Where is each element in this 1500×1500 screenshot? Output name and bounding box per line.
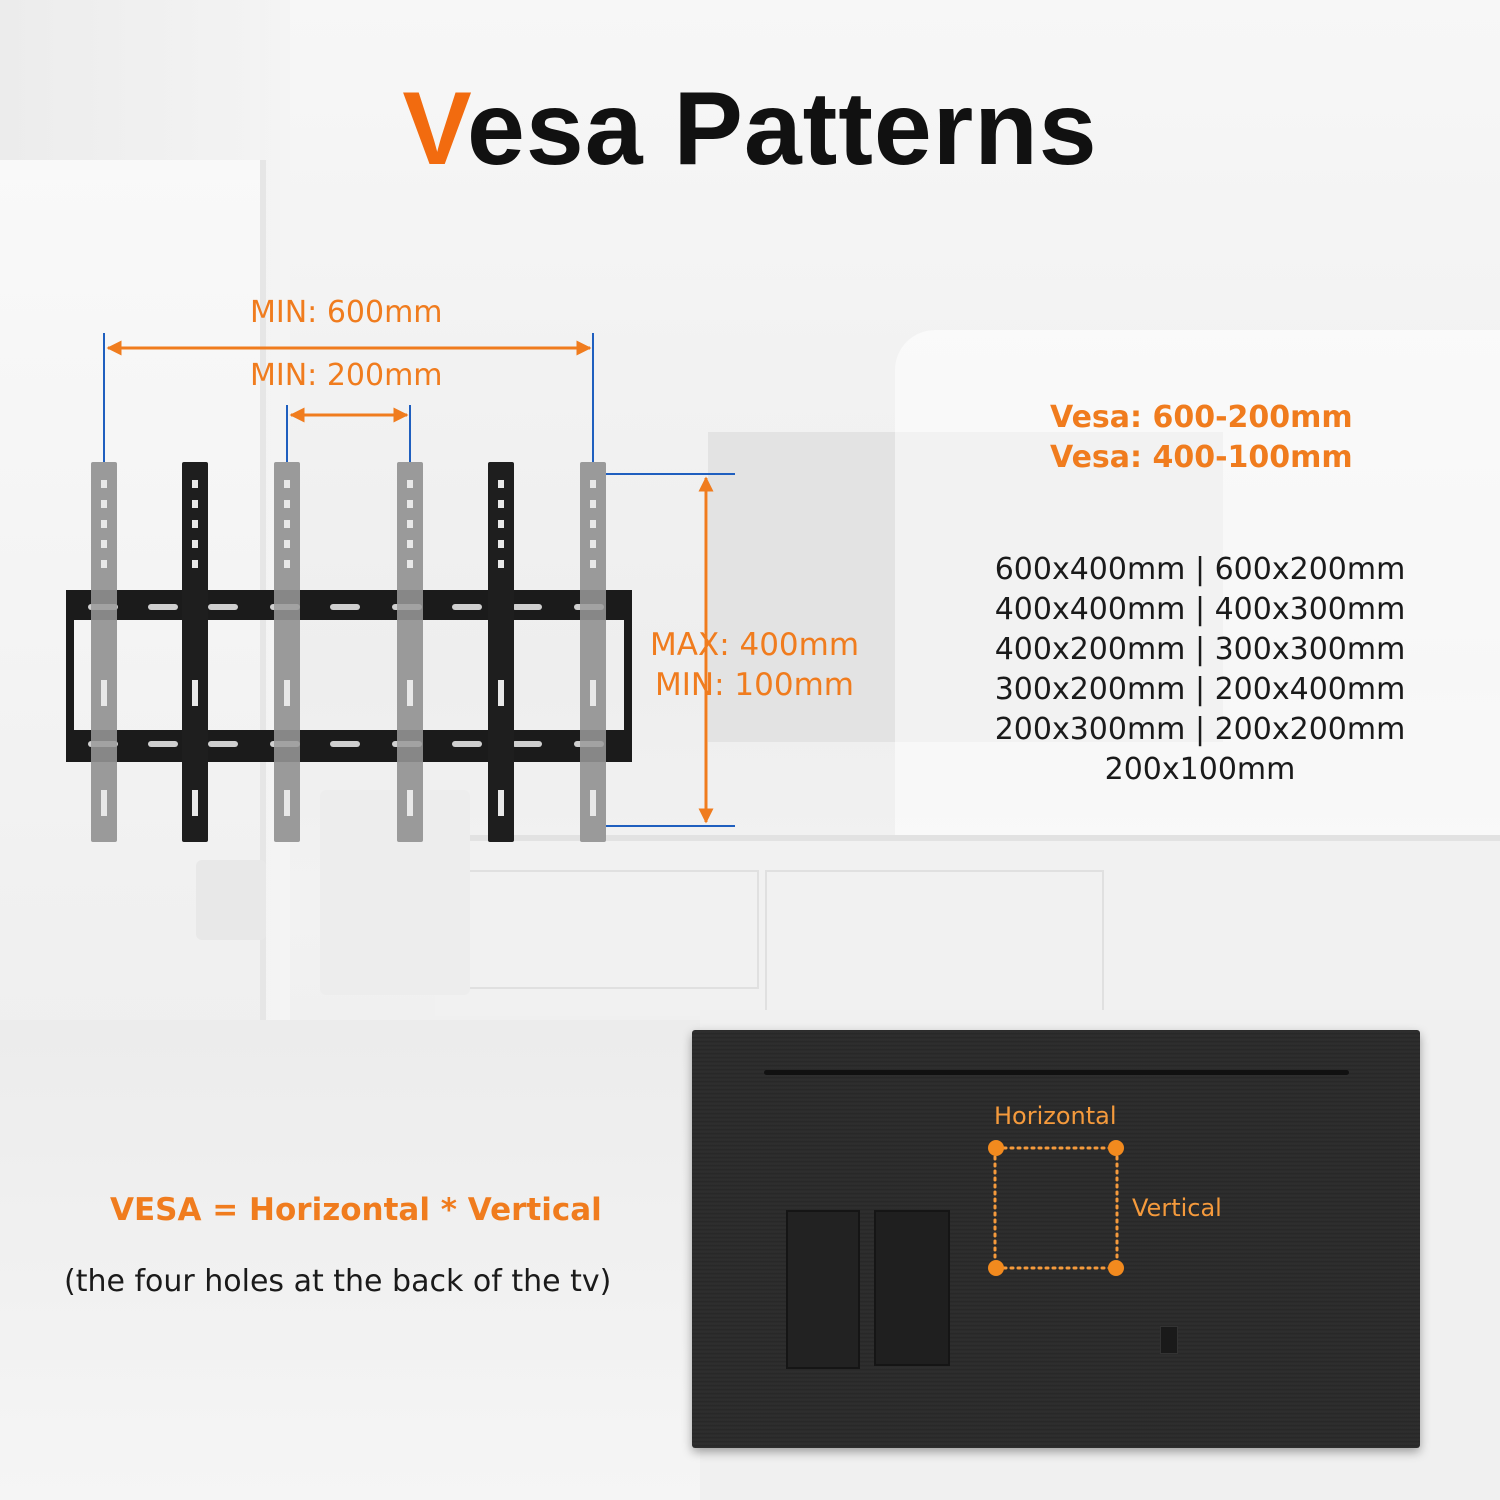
vesa-hole [1108, 1260, 1124, 1276]
horizontal-min-spacing-label: MIN: 200mm [250, 358, 443, 393]
vesa-range-horizontal: Vesa: 600-200mm [1050, 400, 1353, 435]
title-accent-letter: V [402, 71, 468, 187]
tv-connector [1160, 1326, 1178, 1354]
vesa-hole [988, 1260, 1004, 1276]
tv-vertical-label: Vertical [1132, 1194, 1222, 1222]
pattern-row: 200x100mm [1104, 752, 1296, 787]
arm-holes [101, 480, 596, 816]
vesa-note: (the four holes at the back of the tv) [64, 1264, 612, 1299]
vertical-min-label: MIN: 100mm [655, 667, 854, 703]
vertical-max-label: MAX: 400mm [650, 627, 860, 663]
tv-port-panel [874, 1210, 950, 1366]
vesa-range-vertical: Vesa: 400-100mm [1050, 440, 1353, 475]
horizontal-max-spacing-label: MIN: 600mm [250, 295, 443, 330]
vesa-hole [1108, 1140, 1124, 1156]
wall-plate-frame [66, 590, 632, 762]
vesa-pattern-list: 600x400mm | 600x200mm 400x400mm | 400x30… [990, 550, 1410, 790]
dimension-arrows [106, 340, 714, 824]
tv-power-module [786, 1210, 860, 1369]
pattern-row: 200x300mm | 200x200mm [994, 712, 1406, 747]
bracket-arms-gray-front [91, 590, 606, 762]
vertical-spacing-labels: MAX: 400mm MIN: 100mm [650, 625, 859, 705]
dimension-guide-lines [103, 333, 735, 827]
mount-bracket-diagram [66, 333, 735, 842]
bracket-arms-black [182, 462, 514, 842]
pattern-row: 300x200mm | 200x400mm [994, 672, 1406, 707]
vesa-formula: VESA = Horizontal * Vertical [110, 1192, 602, 1228]
title-text: esa Patterns [467, 71, 1098, 187]
pattern-row: 400x400mm | 400x300mm [994, 592, 1406, 627]
tv-back-panel: Horizontal Vertical [692, 1030, 1420, 1448]
vesa-hole [988, 1140, 1004, 1156]
page-title: Vesa Patterns [0, 70, 1500, 189]
tv-top-slot [764, 1070, 1349, 1075]
pattern-row: 400x200mm | 300x300mm [994, 632, 1406, 667]
background-sofa [0, 1020, 700, 1500]
pattern-row: 600x400mm | 600x200mm [994, 552, 1406, 587]
vesa-ranges: Vesa: 600-200mm Vesa: 400-100mm [1050, 398, 1353, 478]
tv-horizontal-label: Horizontal [994, 1102, 1117, 1130]
vesa-hole-diagram [988, 1140, 1124, 1276]
bracket-arms-gray [91, 462, 606, 842]
